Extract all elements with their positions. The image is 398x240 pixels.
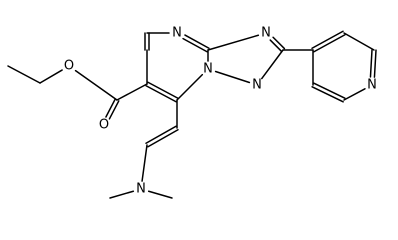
bond-5-a bbox=[147, 81, 179, 99]
atom-label-n19: N bbox=[136, 182, 146, 197]
bond-22-b bbox=[311, 30, 344, 49]
atom-label-o12: O bbox=[64, 59, 74, 74]
atom-label-n8: N bbox=[252, 78, 262, 93]
bond-13-b bbox=[108, 100, 120, 120]
bond-25 bbox=[343, 88, 366, 101]
bond-19 bbox=[109, 190, 135, 199]
bond-26-a bbox=[313, 82, 346, 99]
bond-24-a bbox=[369, 49, 373, 78]
bond-13-a bbox=[105, 98, 116, 118]
bond-4 bbox=[176, 73, 204, 101]
chemical-structure-diagram: N N N N O O N N bbox=[7, 26, 377, 199]
atom-label-layer: N N N N O O N N bbox=[64, 26, 377, 197]
bond-2-a bbox=[182, 37, 208, 53]
bond-15 bbox=[7, 65, 41, 84]
bond-5-b bbox=[145, 85, 177, 103]
bond-17-b bbox=[147, 128, 179, 148]
bond-9 bbox=[261, 49, 284, 80]
bond-20 bbox=[147, 190, 173, 199]
atom-label-n7: N bbox=[203, 62, 213, 77]
atom-label-n9: N bbox=[261, 26, 271, 41]
bond-8-b bbox=[272, 36, 286, 50]
bond-layer bbox=[7, 30, 377, 199]
atom-label-n3: N bbox=[172, 26, 182, 41]
bond-11 bbox=[116, 83, 148, 101]
bond-18 bbox=[141, 144, 148, 182]
bond-2-b bbox=[184, 34, 210, 49]
bond-8-a bbox=[269, 39, 283, 53]
bond-17-a bbox=[145, 125, 177, 145]
bond-24-b bbox=[373, 49, 377, 78]
bond-7 bbox=[207, 34, 260, 51]
bond-23 bbox=[343, 32, 375, 51]
bond-14 bbox=[39, 69, 63, 84]
bond-26-b bbox=[311, 86, 344, 103]
bond-22-a bbox=[313, 34, 346, 53]
atom-label-pyridine-n: N bbox=[367, 78, 377, 93]
bond-12 bbox=[74, 69, 118, 101]
bond-10 bbox=[214, 70, 251, 84]
atom-label-o13: O bbox=[99, 118, 109, 133]
